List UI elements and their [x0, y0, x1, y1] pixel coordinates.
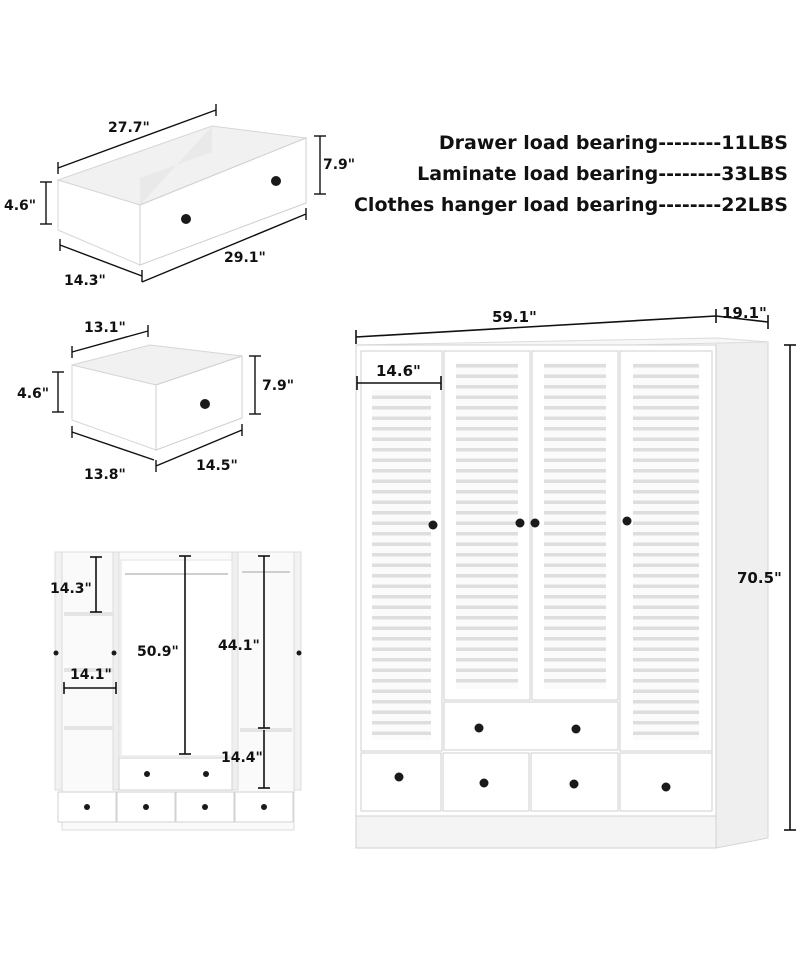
small-drawer-depth: 13.8" — [84, 467, 126, 483]
drawer-knob-icon — [261, 804, 267, 810]
wardrobe-front: 59.1" 19.1" 70.5" 14.6" — [355, 304, 796, 849]
interior-shelf-width: 14.1" — [70, 667, 112, 683]
large-drawer: 27.7" 7.9" 4.6" 14.3" 29.1" — [4, 104, 355, 289]
drawer-knob-icon — [200, 399, 210, 409]
wardrobe-depth: 19.1" — [722, 304, 767, 322]
large-drawer-depth: 14.3" — [64, 273, 106, 289]
wardrobe-height: 70.5" — [737, 569, 782, 587]
spec-drawer: Drawer load bearing--------11LBS — [438, 132, 788, 154]
drawer-knob-icon — [144, 771, 150, 777]
door-knob-icon — [428, 520, 438, 530]
drawer-knob-icon — [661, 782, 671, 792]
drawer-knob-icon — [474, 723, 484, 733]
interior-hanging-left: 50.9" — [137, 644, 179, 660]
drawer-knob-icon — [202, 804, 208, 810]
small-drawer: 13.1" 7.9" 4.6" 13.8" 14.5" — [17, 320, 294, 483]
drawer-knob-icon — [479, 778, 489, 788]
door-width: 14.6" — [376, 362, 421, 380]
door-louvers — [372, 390, 431, 740]
drawer-knob-icon — [394, 772, 404, 782]
door-knob-icon — [622, 516, 632, 526]
door-louvers — [544, 363, 606, 689]
drawer-knob-icon — [203, 771, 209, 777]
spec-hanger: Clothes hanger load bearing--------22LBS — [353, 194, 788, 216]
large-drawer-front-height: 7.9" — [323, 157, 355, 173]
large-drawer-width: 27.7" — [108, 120, 150, 136]
interior-bottom-shelf: 14.4" — [221, 750, 263, 766]
drawer-knob-icon — [143, 804, 149, 810]
door-knob-icon — [530, 518, 540, 528]
drawer-knob-icon — [181, 214, 191, 224]
drawer-knob-icon — [571, 724, 581, 734]
door-louvers — [456, 363, 518, 689]
drawer-knob-icon — [271, 176, 281, 186]
interior-hanging-right: 44.1" — [218, 638, 260, 654]
small-drawer-front-width: 14.5" — [196, 458, 238, 474]
wardrobe-interior: 14.3" 14.1" 50.9" 44.1" 14.4" — [50, 551, 302, 831]
large-drawer-front-width: 29.1" — [224, 250, 266, 266]
small-drawer-width: 13.1" — [84, 320, 126, 336]
door-knob-icon — [515, 518, 525, 528]
large-drawer-side-height: 4.6" — [4, 198, 36, 214]
small-drawer-front-height: 7.9" — [262, 378, 294, 394]
interior-shelf-height: 14.3" — [50, 581, 92, 597]
small-drawer-side-height: 4.6" — [17, 386, 49, 402]
drawer-knob-icon — [84, 804, 90, 810]
drawer-knob-icon — [569, 779, 579, 789]
door-louvers — [633, 363, 699, 740]
spec-laminate: Laminate load bearing--------33LBS — [417, 163, 788, 185]
wardrobe-width: 59.1" — [492, 308, 537, 326]
load-bearing-specs: Drawer load bearing--------11LBS Laminat… — [354, 128, 788, 221]
